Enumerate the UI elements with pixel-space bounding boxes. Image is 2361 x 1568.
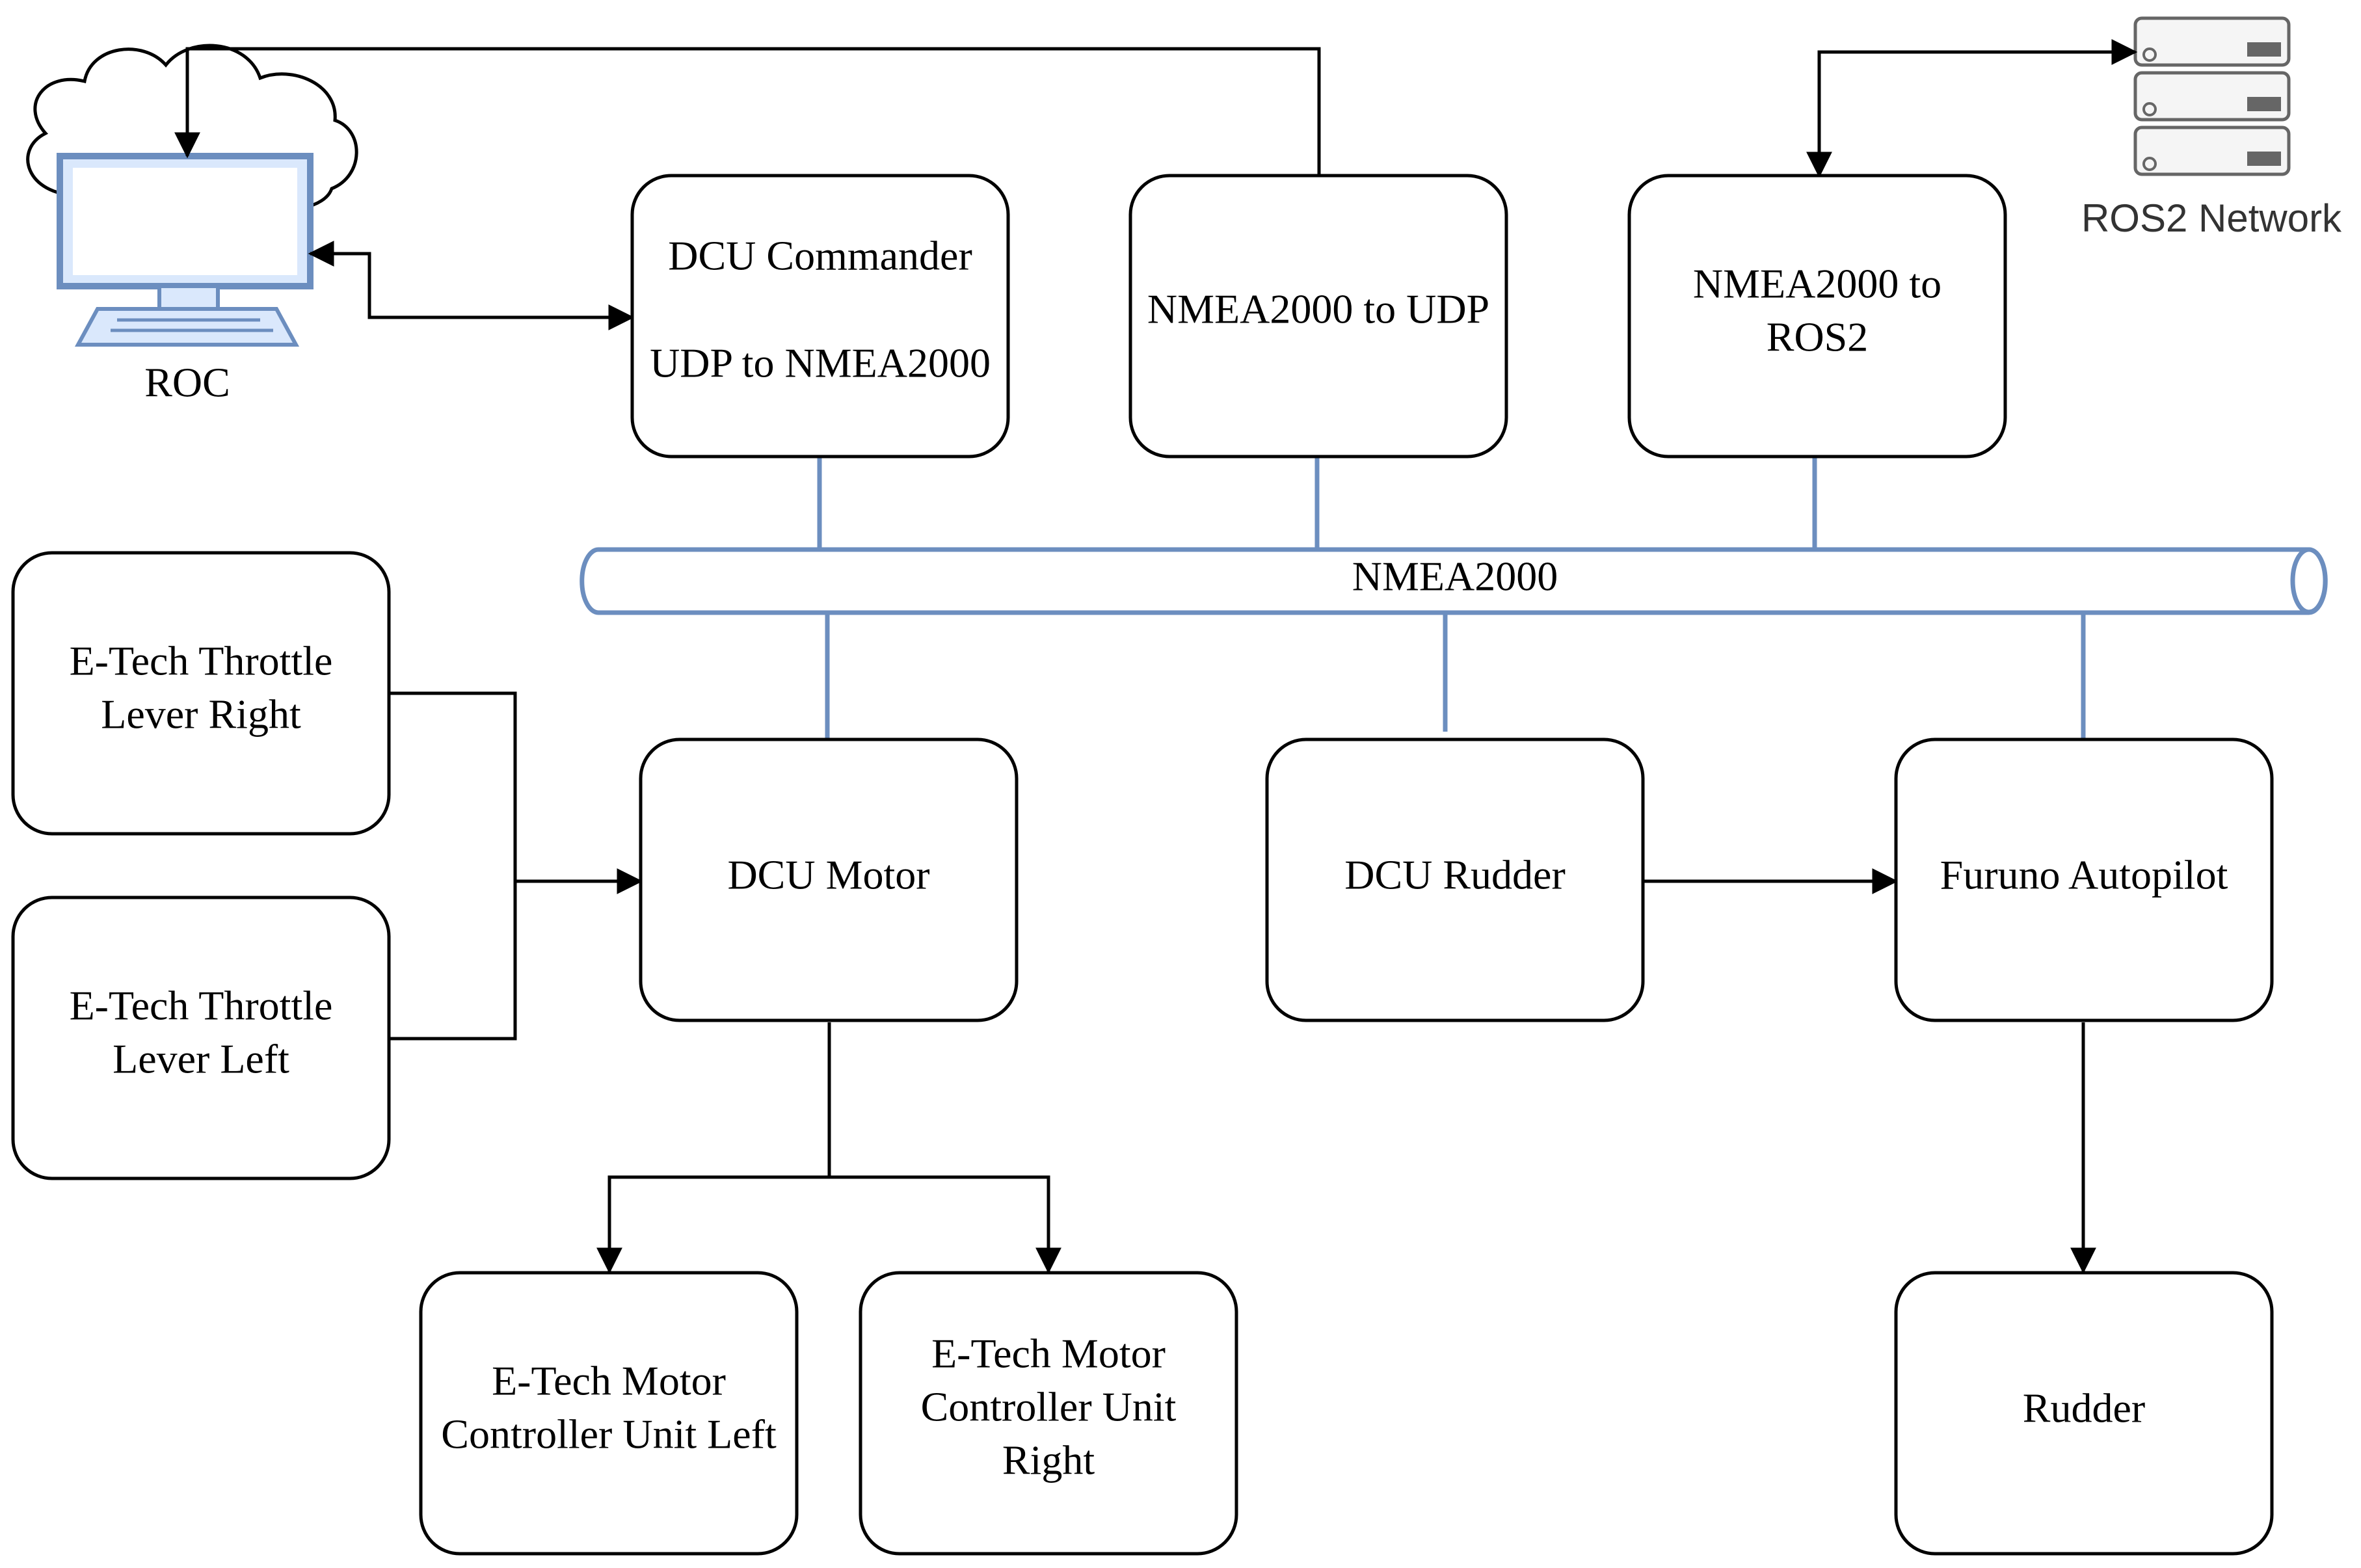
connectors — [174, 39, 2138, 1274]
motor-right-box — [859, 1271, 1238, 1556]
motor-to-left-arrow — [596, 1022, 831, 1274]
dcu-rudder-label: DCU Rudder — [1344, 852, 1566, 898]
roc-commander-arrow — [308, 241, 635, 330]
roc-icon — [26, 44, 358, 347]
roc-label: ROC — [144, 360, 230, 406]
dcu-commander-box — [630, 174, 1010, 458]
throttle-left-line2: Lever Left — [113, 1036, 289, 1082]
motor-left-line1: E-Tech Motor — [492, 1358, 726, 1404]
dcu-commander-line2: UDP to NMEA2000 — [650, 340, 991, 386]
dcu-motor-label: DCU Motor — [727, 852, 929, 898]
motor-to-right-arrow — [829, 1175, 1061, 1274]
nmea-to-ros2-line1: NMEA2000 to — [1693, 261, 1941, 307]
throttle-bracket — [390, 691, 517, 1041]
throttle-right-line2: Lever Right — [101, 691, 301, 737]
furuno-label: Furuno Autopilot — [1940, 852, 2228, 898]
dcu-commander-line1: DCU Commander — [668, 233, 972, 279]
nmea-to-ros2-box — [1627, 174, 2007, 458]
motor-left-line2: Controller Unit Left — [441, 1411, 777, 1457]
nmea-to-udp-label: NMEA2000 to UDP — [1147, 286, 1489, 332]
server-rack-icon — [2133, 16, 2291, 176]
dcu-rudder-box — [1265, 737, 1645, 1022]
nmea-to-udp-box — [1128, 174, 1508, 458]
ros2-bridge-arrow — [1806, 39, 2138, 178]
bus-drops — [817, 457, 2086, 739]
rudder-box — [1894, 1271, 2274, 1556]
dcu-motor-box — [639, 737, 1019, 1022]
nmea2000-bus-label: NMEA2000 — [1352, 553, 1558, 600]
nmea2000-bus — [580, 547, 2328, 615]
throttle-right-box — [11, 551, 391, 836]
throttle-right-line1: E-Tech Throttle — [70, 638, 333, 684]
throttle-left-box — [11, 896, 391, 1180]
motor-right-line1: E-Tech Motor — [931, 1331, 1166, 1377]
furuno-box — [1894, 737, 2274, 1022]
rudder-label: Rudder — [2023, 1385, 2145, 1431]
throttle-left-line1: E-Tech Throttle — [70, 983, 333, 1029]
nmea-to-ros2-line2: ROS2 — [1767, 314, 1869, 360]
ros2-network-label: ROS2 Network — [2081, 196, 2342, 240]
motor-right-line2: Controller Unit — [921, 1384, 1177, 1430]
motor-right-line3: Right — [1002, 1437, 1095, 1483]
udp-to-roc-arrow — [174, 47, 1321, 176]
motor-left-box — [419, 1271, 799, 1556]
